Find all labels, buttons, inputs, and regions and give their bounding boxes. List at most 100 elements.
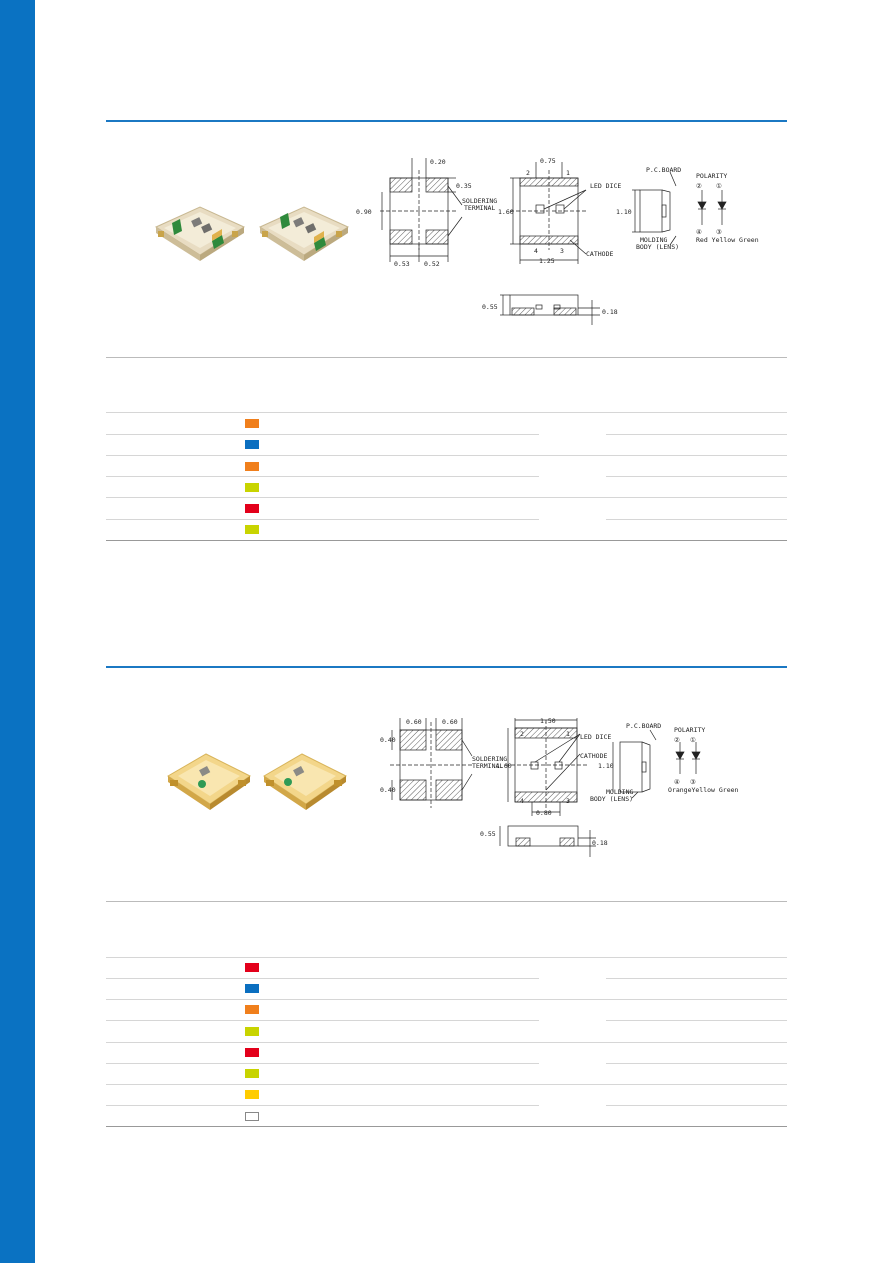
pin-number: 2	[520, 730, 524, 738]
dim-label: 0.53	[394, 260, 410, 268]
color-swatch	[245, 1027, 259, 1036]
dim-label: 0.80	[536, 809, 552, 817]
pin-number: 4	[520, 797, 524, 805]
color-swatch	[245, 963, 259, 972]
variant-table-2	[106, 901, 787, 1131]
product-photo-4	[263, 753, 347, 810]
dim-label: 0.90	[356, 208, 372, 216]
product-photo-2	[258, 206, 350, 261]
table-rule	[106, 901, 787, 902]
dim-label: 0.18	[602, 308, 618, 316]
table-rule	[106, 957, 787, 958]
dim-label: 1.60	[496, 762, 512, 770]
drawing-note: P.C.BOARD	[626, 722, 661, 730]
dim-label: 1.60	[498, 208, 514, 216]
table-rule	[106, 412, 787, 413]
pin-number: 2	[526, 169, 530, 177]
pin-number: 4	[534, 247, 538, 255]
sidebar-band	[0, 0, 35, 1263]
color-swatch	[245, 440, 259, 449]
pin-symbol: ③	[716, 228, 722, 236]
dim-label: 1.50	[540, 717, 556, 725]
color-swatch	[245, 984, 259, 993]
drawing-note: CATHODE	[580, 752, 607, 760]
pin-number: 1	[566, 169, 570, 177]
product-section-1: 0.20 0.35 0.90 0.53 0.52 SOLDERING TERMI…	[106, 120, 787, 545]
pin-number: 3	[560, 247, 564, 255]
color-swatch	[245, 1069, 259, 1078]
dimension-drawing-2: 0.60 0.60 0.40 0.40 SOLDERING TERMINAL 1…	[380, 717, 739, 857]
product-photo-1	[154, 206, 246, 261]
dimension-drawing-1: 0.20 0.35 0.90 0.53 0.52 SOLDERING TERMI…	[356, 157, 759, 325]
dim-label: 0.75	[540, 157, 556, 165]
table-rule	[106, 1042, 787, 1043]
drawing-note: BODY (LENS)	[590, 795, 633, 803]
pin-number: 1	[566, 730, 570, 738]
table-rule	[106, 1084, 787, 1085]
dim-label: 0.55	[480, 830, 496, 838]
table-rule	[106, 1105, 539, 1106]
drawing-note: MOLDING	[606, 788, 633, 796]
table-rule	[106, 455, 787, 456]
dim-label: 1.10	[616, 208, 632, 216]
table-rule	[106, 357, 787, 358]
table-rule	[106, 540, 787, 541]
drawing-note: SOLDERING	[472, 755, 507, 763]
dim-label: 0.52	[424, 260, 440, 268]
table-rule	[106, 476, 539, 477]
table-rule	[106, 519, 539, 520]
section-top-rule	[106, 666, 787, 668]
table-rule	[606, 978, 787, 979]
color-swatch	[245, 504, 259, 513]
table-rule	[106, 1020, 539, 1021]
polarity-title: POLARITY	[674, 726, 705, 734]
table-rule	[106, 1063, 539, 1064]
product-section-2: 0.60 0.60 0.40 0.40 SOLDERING TERMINAL 1…	[106, 666, 787, 1136]
drawing-note: SOLDERING	[462, 197, 497, 205]
pin-symbol: ②	[696, 182, 702, 190]
table-rule	[106, 497, 787, 498]
dim-label: 0.40	[380, 786, 396, 794]
variant-table-1	[106, 357, 787, 547]
dim-label: 0.60	[406, 718, 422, 726]
table-rule	[106, 999, 787, 1000]
pin-symbol: ④	[674, 778, 680, 786]
table-rule	[106, 1126, 787, 1127]
polarity-title: POLARITY	[696, 172, 727, 180]
drawing-note: LED DICE	[580, 733, 611, 741]
pin-symbol: ④	[696, 228, 702, 236]
pin-symbol: ②	[674, 736, 680, 744]
drawing-note: LED DICE	[590, 182, 621, 190]
color-swatch	[245, 1090, 259, 1099]
drawing-note: TERMINAL	[472, 762, 503, 770]
drawing-note: MOLDING	[640, 236, 667, 244]
dim-label: 0.35	[456, 182, 472, 190]
table-rule	[106, 978, 539, 979]
section-top-rule	[106, 120, 787, 122]
table-rule	[606, 519, 787, 520]
pin-symbol: ③	[690, 778, 696, 786]
drawing-note: TERMINAL	[464, 204, 495, 212]
table-rule	[606, 434, 787, 435]
pin-symbol: ①	[690, 736, 696, 744]
dim-label: 0.60	[442, 718, 458, 726]
polarity-colors: OrangeYellow Green	[668, 786, 739, 794]
table-rule	[606, 1063, 787, 1064]
table-rule	[606, 476, 787, 477]
table-rule	[106, 434, 539, 435]
table-rule	[606, 1020, 787, 1021]
dim-label: 0.18	[592, 839, 608, 847]
drawing-note: P.C.BOARD	[646, 166, 681, 174]
drawing-note: CATHODE	[586, 250, 613, 258]
dim-label: 0.40	[380, 736, 396, 744]
color-swatch	[245, 419, 259, 428]
dim-label: 0.20	[430, 158, 446, 166]
pin-symbol: ①	[716, 182, 722, 190]
drawing-note: BODY (LENS)	[636, 243, 679, 251]
dim-label: 1.10	[598, 762, 614, 770]
polarity-colors: Red Yellow Green	[696, 236, 759, 244]
dim-label: 1.25	[539, 257, 555, 265]
dim-label: 0.55	[482, 303, 498, 311]
color-swatch	[245, 462, 259, 471]
color-swatch	[245, 483, 259, 492]
